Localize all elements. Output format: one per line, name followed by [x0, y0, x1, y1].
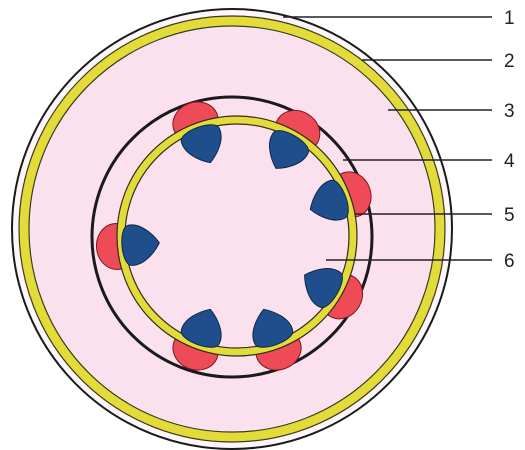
callout-1: 1 [504, 8, 515, 29]
callout-3: 3 [504, 101, 515, 122]
callout-6: 6 [504, 251, 515, 272]
callout-4: 4 [504, 151, 515, 172]
callout-2: 2 [504, 51, 515, 72]
callout-5: 5 [504, 205, 515, 226]
